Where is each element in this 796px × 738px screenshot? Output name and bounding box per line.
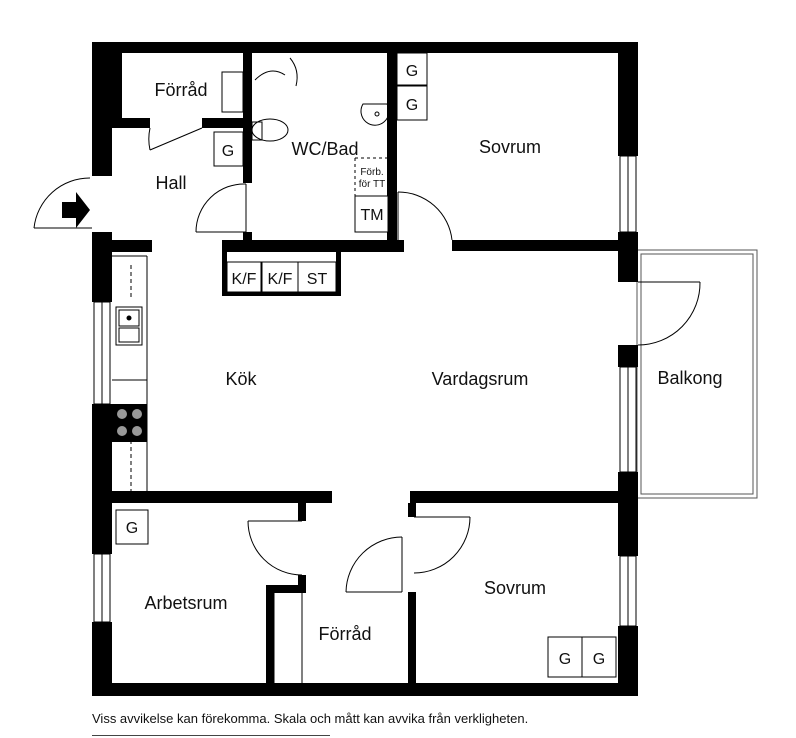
wardrobe-label: G	[126, 520, 138, 537]
wardrobe-label: G	[406, 63, 418, 80]
room-label-wc-bath: WC/Bad	[291, 139, 358, 159]
fridge-freezer-label: K/F	[232, 271, 257, 288]
washing-machine-label: TM	[360, 207, 383, 224]
interior-walls	[112, 53, 638, 683]
doors	[33, 127, 701, 683]
room-label-bedroom-bottom: Sovrum	[484, 578, 546, 598]
room-label-living-room: Vardagsrum	[432, 369, 529, 389]
room-label-kitchen: Kök	[225, 369, 257, 389]
windows	[93, 155, 637, 627]
wardrobe-label: G	[222, 143, 234, 160]
broom-closet-label: ST	[307, 271, 328, 288]
stove	[112, 404, 147, 442]
wardrobe-label: G	[593, 651, 605, 668]
balcony	[636, 249, 758, 499]
room-label-storage-bottom: Förråd	[318, 624, 371, 644]
fridge-freezer-label: K/F	[268, 271, 293, 288]
disclaimer-text: Viss avvikelse kan förekomma. Skala och …	[92, 711, 529, 726]
wardrobe-label: G	[406, 97, 418, 114]
bathroom-fixtures	[221, 57, 390, 196]
dryer-prep-label: för TT	[359, 179, 385, 190]
fixture-boxes	[115, 52, 617, 678]
dryer-prep-label: Förb.	[360, 167, 383, 178]
room-label-study: Arbetsrum	[144, 593, 227, 613]
room-label-hall: Hall	[155, 173, 186, 193]
divider	[92, 735, 330, 736]
kitchen-counter	[112, 255, 148, 491]
kitchen-sink	[115, 306, 143, 346]
entrance-arrow-icon	[62, 192, 90, 228]
room-label-storage-top: Förråd	[154, 80, 207, 100]
room-label-balcony: Balkong	[657, 368, 722, 388]
wardrobe-label: G	[559, 651, 571, 668]
room-label-bedroom-top: Sovrum	[479, 137, 541, 157]
